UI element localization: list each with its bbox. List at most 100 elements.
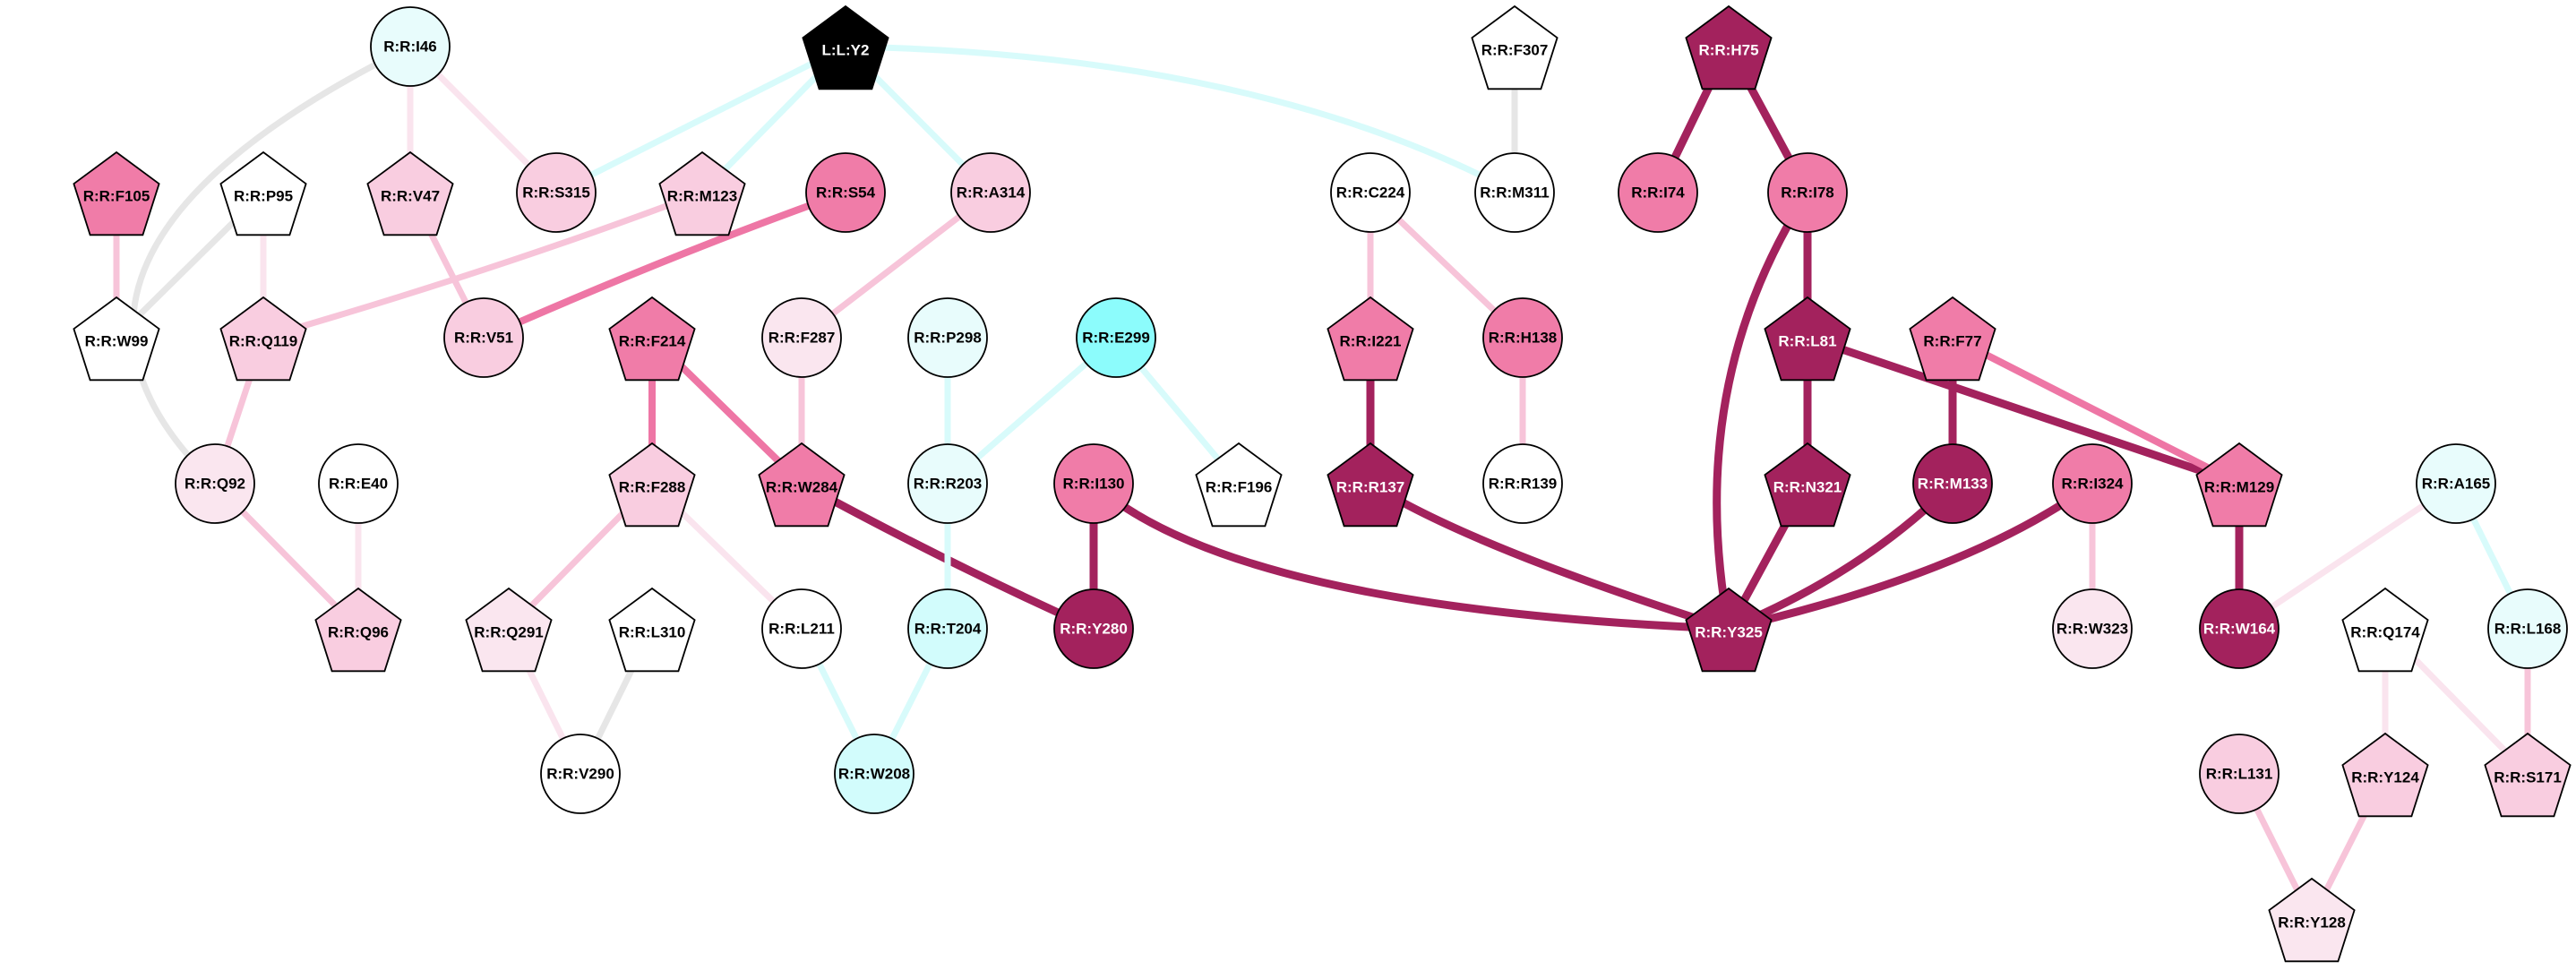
edge-r-r-i78-to-r-r-y325 xyxy=(1713,188,1812,633)
node-label: R:R:F288 xyxy=(619,479,686,496)
node-l-l-y2[interactable]: L:L:Y2 xyxy=(802,4,889,90)
node-label: R:R:Y325 xyxy=(1695,624,1763,641)
circle-node-shape xyxy=(834,734,914,814)
node-r-r-e299[interactable]: R:R:E299 xyxy=(1076,297,1156,378)
node-r-r-r137[interactable]: R:R:R137 xyxy=(1327,442,1414,528)
node-r-r-i74[interactable]: R:R:I74 xyxy=(1618,152,1698,233)
node-label: R:R:Y280 xyxy=(1060,621,1128,638)
node-label: R:R:F214 xyxy=(619,333,686,350)
node-label: R:R:C224 xyxy=(1336,185,1405,202)
node-r-r-a314[interactable]: R:R:A314 xyxy=(950,152,1031,233)
node-label: R:R:R203 xyxy=(914,476,983,493)
node-r-r-m129[interactable]: R:R:M129 xyxy=(2195,442,2283,528)
node-r-r-v51[interactable]: R:R:V51 xyxy=(443,297,524,378)
node-r-r-m133[interactable]: R:R:M133 xyxy=(1912,443,1993,524)
node-r-r-w164[interactable]: R:R:W164 xyxy=(2199,588,2280,669)
node-label: R:R:E40 xyxy=(329,476,388,493)
pentagon-node-shape xyxy=(658,150,746,236)
node-r-r-q174[interactable]: R:R:Q174 xyxy=(2341,587,2429,673)
circle-node-shape xyxy=(1912,443,1993,524)
node-r-r-w323[interactable]: R:R:W323 xyxy=(2052,588,2133,669)
node-r-r-y124[interactable]: R:R:Y124 xyxy=(2341,732,2429,818)
node-r-r-i46[interactable]: R:R:I46 xyxy=(370,6,451,87)
circle-node-shape xyxy=(805,152,886,233)
node-r-r-f77[interactable]: R:R:F77 xyxy=(1909,296,1996,382)
node-label: R:R:Q291 xyxy=(474,624,543,641)
node-r-r-y128[interactable]: R:R:Y128 xyxy=(2268,877,2356,963)
node-label: R:R:W208 xyxy=(838,766,910,783)
node-r-r-m123[interactable]: R:R:M123 xyxy=(658,150,746,236)
edge-l-l-y2-to-r-r-s315 xyxy=(553,43,849,196)
node-r-r-c224[interactable]: R:R:C224 xyxy=(1330,152,1411,233)
circle-node-shape xyxy=(2052,588,2133,669)
node-r-r-f307[interactable]: R:R:F307 xyxy=(1471,4,1558,90)
node-label: R:R:V47 xyxy=(381,188,440,205)
pentagon-node-shape xyxy=(758,442,846,528)
node-label: R:R:L81 xyxy=(1778,333,1836,350)
pentagon-node-shape xyxy=(608,587,696,673)
node-r-r-m311[interactable]: R:R:M311 xyxy=(1474,152,1555,233)
node-r-r-a165[interactable]: R:R:A165 xyxy=(2416,443,2496,524)
circle-node-shape xyxy=(2487,588,2568,669)
circle-node-shape xyxy=(1482,443,1563,524)
node-label: R:R:R139 xyxy=(1489,476,1558,493)
node-r-r-f105[interactable]: R:R:F105 xyxy=(73,150,160,236)
node-r-r-r203[interactable]: R:R:R203 xyxy=(907,443,988,524)
node-r-r-t204[interactable]: R:R:T204 xyxy=(907,588,988,669)
node-r-r-p95[interactable]: R:R:P95 xyxy=(219,150,307,236)
node-r-r-l310[interactable]: R:R:L310 xyxy=(608,587,696,673)
node-label: R:R:I221 xyxy=(1340,333,1402,350)
edge-r-r-a165-to-r-r-w164 xyxy=(2236,480,2460,632)
node-label: R:R:Q119 xyxy=(229,333,298,350)
node-r-r-h75[interactable]: R:R:H75 xyxy=(1685,4,1773,90)
node-r-r-i78[interactable]: R:R:I78 xyxy=(1767,152,1848,233)
node-r-r-l211[interactable]: R:R:L211 xyxy=(761,588,842,669)
circle-node-shape xyxy=(1076,297,1156,378)
pentagon-node-shape xyxy=(802,4,889,90)
pentagon-node-shape xyxy=(219,150,307,236)
node-r-r-y325[interactable]: R:R:Y325 xyxy=(1685,587,1773,673)
node-r-r-l131[interactable]: R:R:L131 xyxy=(2199,734,2280,814)
node-r-r-l168[interactable]: R:R:L168 xyxy=(2487,588,2568,669)
node-r-r-f214[interactable]: R:R:F214 xyxy=(608,296,696,382)
node-r-r-v290[interactable]: R:R:V290 xyxy=(540,734,621,814)
node-label: L:L:Y2 xyxy=(822,42,870,59)
node-r-r-q119[interactable]: R:R:Q119 xyxy=(219,296,307,382)
node-r-r-f196[interactable]: R:R:F196 xyxy=(1195,442,1283,528)
node-r-r-n321[interactable]: R:R:N321 xyxy=(1764,442,1851,528)
circle-node-shape xyxy=(443,297,524,378)
node-r-r-p298[interactable]: R:R:P298 xyxy=(907,297,988,378)
node-r-r-e40[interactable]: R:R:E40 xyxy=(318,443,399,524)
node-r-r-v47[interactable]: R:R:V47 xyxy=(366,150,454,236)
node-r-r-q92[interactable]: R:R:Q92 xyxy=(175,443,255,524)
node-label: R:R:W284 xyxy=(766,479,838,496)
node-r-r-i324[interactable]: R:R:I324 xyxy=(2052,443,2133,524)
node-r-r-w284[interactable]: R:R:W284 xyxy=(758,442,846,528)
node-r-r-s171[interactable]: R:R:S171 xyxy=(2484,732,2572,818)
circle-node-shape xyxy=(1618,152,1698,233)
node-label: R:R:A314 xyxy=(957,185,1026,202)
node-r-r-w99[interactable]: R:R:W99 xyxy=(73,296,160,382)
node-label: R:R:A165 xyxy=(2422,476,2491,493)
node-r-r-r139[interactable]: R:R:R139 xyxy=(1482,443,1563,524)
pentagon-node-shape xyxy=(366,150,454,236)
node-r-r-s315[interactable]: R:R:S315 xyxy=(516,152,597,233)
node-r-r-f288[interactable]: R:R:F288 xyxy=(608,442,696,528)
pentagon-node-shape xyxy=(608,296,696,382)
circle-node-shape xyxy=(2199,734,2280,814)
node-label: R:R:M123 xyxy=(667,188,737,205)
node-r-r-y280[interactable]: R:R:Y280 xyxy=(1053,588,1134,669)
node-r-r-s54[interactable]: R:R:S54 xyxy=(805,152,886,233)
circle-node-shape xyxy=(540,734,621,814)
node-r-r-q96[interactable]: R:R:Q96 xyxy=(314,587,402,673)
node-label: R:R:I324 xyxy=(2062,476,2125,493)
node-r-r-i221[interactable]: R:R:I221 xyxy=(1327,296,1414,382)
node-r-r-w208[interactable]: R:R:W208 xyxy=(834,734,914,814)
node-r-r-i130[interactable]: R:R:I130 xyxy=(1053,443,1134,524)
node-r-r-q291[interactable]: R:R:Q291 xyxy=(465,587,553,673)
pentagon-node-shape xyxy=(1764,442,1851,528)
node-label: R:R:M129 xyxy=(2204,479,2274,496)
node-r-r-h138[interactable]: R:R:H138 xyxy=(1482,297,1563,378)
node-r-r-l81[interactable]: R:R:L81 xyxy=(1764,296,1851,382)
node-r-r-f287[interactable]: R:R:F287 xyxy=(761,297,842,378)
